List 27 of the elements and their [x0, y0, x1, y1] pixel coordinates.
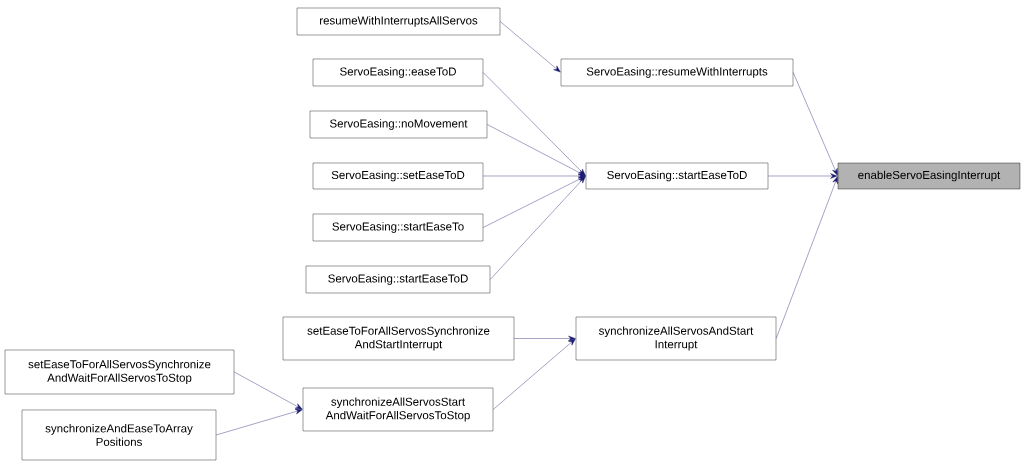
function-box: ServoEasing::setEaseToD — [312, 162, 484, 190]
function-box: setEaseToForAllServosSynchronize AndWaitForAllServosToStop — [4, 349, 235, 395]
arrow — [514, 335, 576, 342]
function-box: ServoEasing::startEaseTo — [312, 213, 484, 242]
arrow — [490, 176, 586, 280]
arrow — [776, 176, 838, 339]
arrow — [483, 176, 586, 228]
arrow — [234, 371, 303, 410]
function-box: ServoEasing::noMovement — [309, 110, 488, 139]
function-box: synchronizeAndEaseToArray Positions — [21, 409, 217, 461]
arrow — [483, 72, 586, 176]
arrow — [768, 173, 838, 179]
arrow — [493, 338, 576, 410]
function-box: resumeWithInterruptsAllServos — [296, 7, 501, 36]
function-box: enableServoEasingInterrupt — [837, 162, 1021, 190]
function-box: synchronizeAllServosStart AndWaitForAllServosToStop — [302, 387, 494, 432]
function-box: synchronizeAllServosAndStart Interrupt — [575, 316, 777, 361]
function-box: setEaseToForAllServosSynchronize AndStartInterrupt — [282, 316, 515, 361]
function-box: ServoEasing::startEaseToD — [585, 162, 769, 190]
arrow — [793, 72, 838, 176]
arrow — [216, 408, 303, 436]
arrow — [483, 173, 586, 179]
function-box: ServoEasing::resumeWithInterrupts — [560, 58, 794, 87]
function-box: ServoEasing::startEaseToD — [305, 265, 491, 294]
arrow — [487, 124, 586, 176]
arrow — [500, 21, 561, 73]
function-box: ServoEasing::easeToD — [312, 58, 484, 87]
